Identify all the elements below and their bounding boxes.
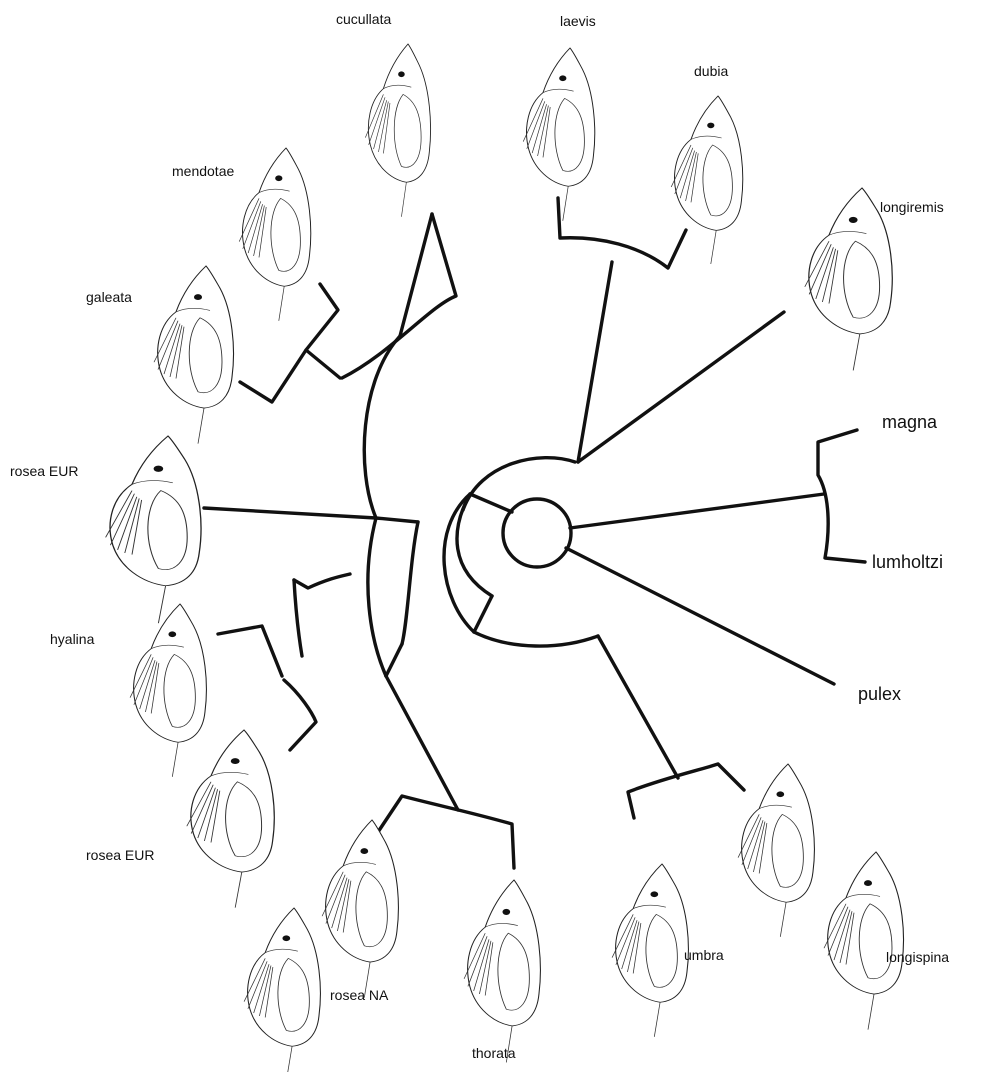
daphnia-galeata-icon <box>154 266 234 444</box>
daphnia-hyalina-icon <box>130 604 206 777</box>
daphnia-rosea-na-icon <box>322 820 398 998</box>
branch-umbra-longispina-node <box>628 764 744 818</box>
label-thorata: thorata <box>472 1045 516 1061</box>
branch-root-left <box>470 494 512 512</box>
branch-laevis-dubia-stem <box>578 262 612 462</box>
daphnia-rosea-eur-icon <box>106 436 201 623</box>
tree-branches <box>204 198 865 868</box>
arc-laevis-group <box>463 458 575 510</box>
branch-galeata <box>240 350 306 402</box>
branch-hyalina-node <box>294 574 350 588</box>
branch-left-join <box>376 518 418 522</box>
branch-bottom-arc <box>474 632 598 646</box>
daphnia-laevis-icon <box>523 48 595 221</box>
label-umbra: umbra <box>684 947 724 963</box>
arc-left-inner <box>457 494 492 596</box>
branch-pulex <box>566 548 834 684</box>
branch-rosea-eur-bottom <box>284 680 316 750</box>
root-circle <box>503 499 571 567</box>
daphnia-mendotae-icon <box>239 148 311 321</box>
arc-mid-ring <box>444 494 474 632</box>
arc-left-mid <box>402 522 418 644</box>
branch-longiremis <box>578 312 784 462</box>
branch-thorata-node <box>378 796 514 868</box>
label-lumholtzi: lumholtzi <box>872 552 943 572</box>
daphnia-cucullata-icon <box>365 44 430 217</box>
label-laevis: laevis <box>560 13 596 29</box>
label-mendotae: mendotae <box>172 163 234 179</box>
daphnia-longispina-2-icon <box>824 852 904 1030</box>
branch-magna-lumholtzi <box>570 494 824 528</box>
branch-upper-left-stem <box>400 214 432 336</box>
branch-umbra-longispina-stem <box>598 636 678 778</box>
label-rosea-na: rosea NA <box>330 987 389 1003</box>
branch-hyalina <box>218 626 282 676</box>
daphnia-rosea-eur-2-icon <box>187 730 274 908</box>
branch-to-left-clade <box>474 596 492 632</box>
label-pulex: pulex <box>858 684 901 704</box>
branch-magna-lumholtzi-node <box>818 430 865 562</box>
branch-mendotae-galeata <box>306 284 340 378</box>
label-longispina: longispina <box>886 949 949 965</box>
branch-laevis-dubia-node <box>558 198 686 268</box>
daphnia-longiremis-icon <box>805 188 892 370</box>
label-longiremis: longiremis <box>880 199 944 215</box>
daphnia-umbra-icon <box>612 864 688 1037</box>
branch-rosea-eur-top <box>204 508 376 518</box>
illustrations <box>106 44 904 1072</box>
branch-thorata-stem <box>386 676 458 810</box>
label-dubia: dubia <box>694 63 728 79</box>
branch-mid-to-thorata <box>386 644 402 676</box>
label-cucullata: cucullata <box>336 11 391 27</box>
daphnia-longispina-icon <box>738 764 814 937</box>
label-rosea-eur-bottom: rosea EUR <box>86 847 154 863</box>
daphnia-rosea-na-2-icon <box>244 908 320 1072</box>
label-rosea-eur-top: rosea EUR <box>10 463 78 479</box>
label-magna: magna <box>882 412 938 432</box>
arc-left-outer <box>364 336 400 676</box>
label-galeata: galeata <box>86 289 132 305</box>
branch-hyalina-stem <box>294 580 302 656</box>
branch-cucullata-node <box>342 214 456 378</box>
label-hyalina: hyalina <box>50 631 95 647</box>
daphnia-thorata-icon <box>464 880 540 1062</box>
